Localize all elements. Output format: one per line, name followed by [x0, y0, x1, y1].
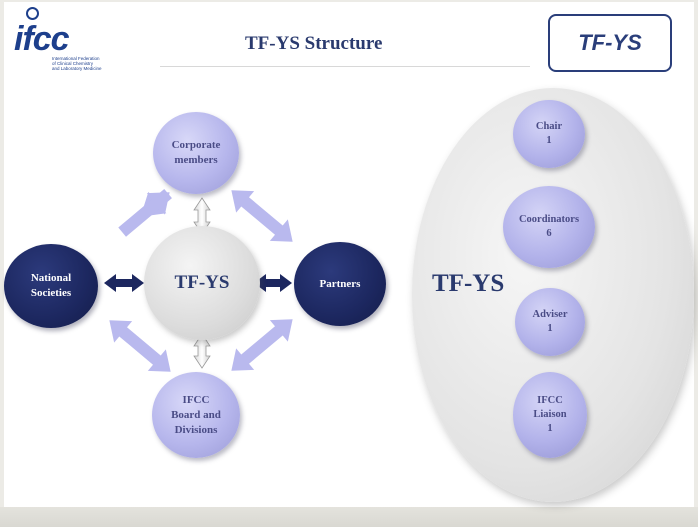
node-ifcc-board: IFCC Board and Divisions: [152, 372, 240, 458]
light-arrows: [109, 188, 293, 372]
slide-bottom-band: [0, 507, 698, 527]
node-label: Corporate members: [171, 139, 221, 166]
member-adviser: Adviser 1: [515, 288, 585, 356]
arrow-vertical-bottom: [193, 333, 211, 369]
node-label: Partners: [319, 277, 361, 290]
logo-line: and Laboratory Medicine: [52, 66, 102, 71]
arrow-sw: [109, 320, 171, 372]
logo-line: International Federation: [52, 56, 100, 61]
node-label: IFCC Board and Divisions: [171, 393, 221, 436]
member-ifcc-liaison: IFCC Liaison 1: [513, 372, 587, 458]
node-partners: Partners: [294, 242, 386, 326]
node-label: National Societies: [30, 272, 72, 299]
arrow-right-navy: [254, 274, 292, 292]
ellipse-label: TF-YS: [432, 270, 505, 297]
member-chair: Chair 1: [513, 100, 585, 168]
slide-title: TF-YS Structure: [245, 33, 383, 54]
member-coordinators: Coordinators 6: [503, 186, 595, 268]
member-label: Adviser 1: [532, 309, 568, 334]
tfys-badge: TF-YS: [548, 14, 672, 72]
arrow-left-navy: [104, 274, 144, 292]
logo-line: of Clinical Chemistry: [52, 61, 94, 66]
node-label: TF-YS: [174, 272, 230, 293]
arrow-ne: [231, 190, 293, 242]
logo-mark: ifcc: [14, 20, 70, 58]
node-national-societies: National Societies: [4, 244, 98, 328]
member-label: IFCC Liaison 1: [533, 395, 567, 434]
member-label: Chair 1: [535, 121, 563, 146]
node-center-tfys: TF-YS: [144, 226, 260, 340]
member-label: Coordinators 6: [518, 214, 580, 239]
logo-subtitle: International Federation of Clinical Che…: [52, 56, 152, 71]
node-corporate-members: Corporate members: [153, 112, 239, 194]
title-divider: [160, 66, 530, 67]
ifcc-logo: ifcc International Federation of Clinica…: [10, 6, 150, 76]
arrow-se: [231, 319, 293, 371]
globe-icon: [26, 7, 39, 20]
